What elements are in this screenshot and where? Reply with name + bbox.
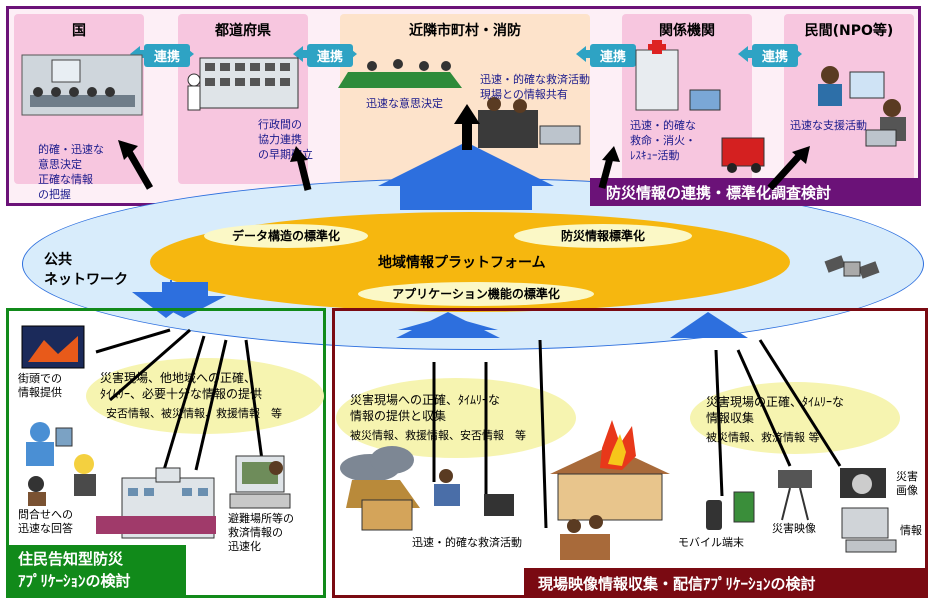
caption-private: 迅速な支援活動 (790, 119, 867, 132)
label-inquiry: 問合せへの 迅速な回答 (18, 508, 73, 535)
right-banner-box (524, 568, 928, 598)
left-banner-box (6, 545, 186, 598)
link-label-4: 連携 (752, 44, 799, 67)
operator-illustration (818, 66, 906, 147)
top-banner-box (590, 178, 921, 206)
control-panel-illustration (187, 57, 299, 111)
left-bubble-sub: 安否情報、被災情報、救援情報 等 (106, 407, 282, 420)
caption-country: 的確・迅速な 意思決定 正確な情報 の把握 (38, 143, 104, 201)
satellite-icon (824, 255, 880, 279)
label-video: 災害映像 (772, 522, 816, 535)
label-street: 街頭での 情報提供 (18, 372, 62, 399)
caption-municipality-left: 迅速な意思決定 (366, 97, 443, 110)
panel-title-municipality: 近隣市町村・消防 (409, 23, 521, 39)
link-label-2: 連携 (307, 44, 354, 67)
caption-municipality-right: 迅速・的確な救済活動 現場との情報共有 (480, 73, 590, 101)
top-banner: 防災情報の連携・標準化調査検討 (606, 184, 832, 202)
link-label-1: 連携 (144, 44, 191, 67)
panel-title-private: 民間(NPO等) (804, 23, 894, 39)
caption-agencies: 迅速・的確な 救命・消火・ ﾚｽｷｭｰ活動 (630, 119, 696, 162)
label-rescue: 迅速・的確な救済活動 (412, 536, 522, 549)
label-image: 災害 画像 (896, 470, 918, 497)
left-info-bubble (86, 358, 324, 434)
right-banner: 現場映像情報収集・配信ｱﾌﾟﾘｹｰｼｮﾝの検討 (538, 575, 816, 593)
top-illustrations (21, 40, 906, 173)
panel-title-country: 国 (72, 23, 86, 39)
rescue-team-illustration (478, 97, 581, 148)
hospital-illustration (635, 40, 765, 173)
meeting-table-illustration (338, 59, 462, 88)
label-shelter: 避難場所等の 救済情報の 迅速化 (228, 512, 294, 553)
label-info: 情報 (900, 524, 922, 537)
panel-title-agencies: 関係機関 (659, 23, 715, 39)
meeting-room-illustration (21, 54, 143, 116)
link-label-3: 連携 (590, 44, 637, 67)
panel-title-prefecture: 都道府県 (215, 23, 271, 39)
left-banner: 住民告知型防災 ｱﾌﾟﾘｹｰｼｮﾝの検討 (18, 550, 131, 590)
right-bubble-1-text: 災害現場への正確、ﾀｲﾑﾘｰな 情報の提供と収集 (350, 393, 501, 423)
std-app-oval: アプリケーション機能の標準化 (358, 282, 594, 306)
label-mobile: モバイル端末 (678, 536, 744, 549)
public-network-label: 公共 ネットワーク (44, 252, 128, 288)
right-bubble-1-sub: 被災情報、救援情報、安否情報 等 (350, 429, 526, 442)
std-disaster-oval: 防災情報標準化 (514, 224, 692, 248)
right-bubble-2-sub: 被災情報、救済情報 等 (706, 431, 820, 444)
platform-label: 地域情報プラットフォーム (378, 255, 546, 271)
std-data-oval: データ構造の標準化 (204, 224, 368, 248)
right-bubble-1 (336, 378, 576, 458)
